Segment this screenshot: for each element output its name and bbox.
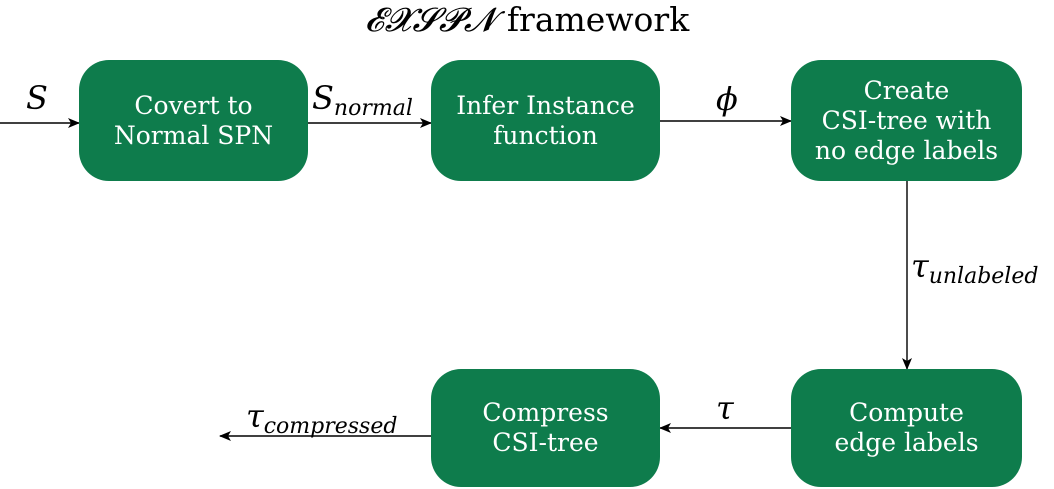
- node-edge-labels: Compute edge labels: [791, 369, 1022, 487]
- edge-label-normal: Snormal: [312, 80, 413, 127]
- diagram-title: 𝓔𝓧𝓢𝓟𝓝 framework: [0, 0, 1054, 40]
- edge-label-instance-main: ϕ: [716, 80, 738, 118]
- edge-label-instance: ϕ: [716, 81, 738, 128]
- edge-label-unlabeled-main: τ: [911, 247, 929, 285]
- node-edge-labels-label: Compute edge labels: [834, 398, 979, 457]
- edge-label-compressed-main: τ: [246, 397, 264, 435]
- edge-label-tree-main: τ: [716, 389, 734, 427]
- node-compress: Compress CSI-tree: [431, 369, 660, 487]
- edge-label-tree: τ: [716, 390, 734, 437]
- edge-label-input-main: S: [26, 79, 48, 117]
- node-infer-label: Infer Instance function: [456, 90, 635, 150]
- edge-label-unlabeled: τunlabeled: [911, 248, 1038, 295]
- edge-label-normal-main: S: [312, 79, 334, 117]
- edge-label-unlabeled-sub: unlabeled: [928, 264, 1039, 289]
- title-math: 𝓔𝓧𝓢𝓟𝓝: [364, 0, 497, 39]
- edge-label-compressed-sub: compressed: [263, 414, 398, 439]
- edge-label-normal-sub: normal: [333, 96, 413, 121]
- node-compress-label: Compress CSI-tree: [482, 398, 609, 457]
- node-normalize-label: Covert to Normal SPN: [113, 90, 274, 150]
- node-create-tree: Create CSI-tree with no edge labels: [791, 60, 1022, 181]
- node-normalize: Covert to Normal SPN: [79, 60, 308, 181]
- edge-label-compressed: τcompressed: [246, 398, 397, 445]
- node-create-tree-label: Create CSI-tree with no edge labels: [814, 75, 999, 165]
- title-word: framework: [506, 0, 690, 39]
- edge-label-input: S: [26, 80, 48, 127]
- node-infer: Infer Instance function: [431, 60, 660, 181]
